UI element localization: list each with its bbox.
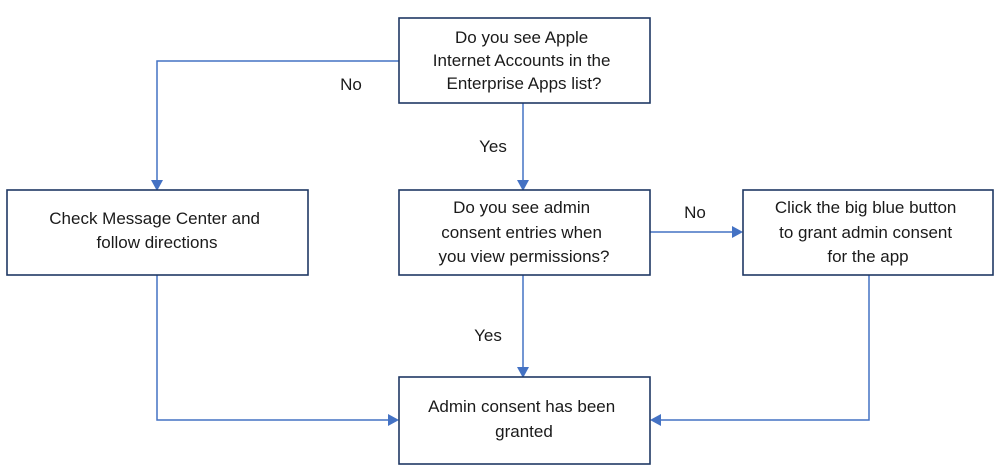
svg-text:Do you see Apple Interne: Do you see Apple Internet Accounts in th… [433,28,615,93]
node-apple-question: Do you see Apple Internet Accounts in th… [398,17,651,104]
edge-label-consent-yes: Yes [474,326,502,345]
edge-blue-button-granted-arrow [650,414,661,426]
svg-text:Do you see admin consent: Do you see admin consent entries when yo… [438,198,609,266]
node-consent-question-line-3: you view permissions? [438,247,609,266]
edge-label-apple-no: No [340,75,362,94]
node-consent-question-line-1: Do you see admin [453,198,590,217]
edge-consent-no-arrow [732,226,743,238]
node-message-center: Check Message Center and follow directio… [6,189,309,276]
edge-apple-yes-arrow [517,180,529,191]
node-message-center-line-2: follow directions [97,233,218,252]
node-message-center-box [6,189,309,276]
node-consent-question: Do you see admin consent entries when yo… [398,189,651,276]
edge-consent-yes-arrow [517,367,529,378]
node-granted-line-2: granted [495,422,553,441]
edge-apple-no-line [156,60,399,183]
node-message-center-line-1: Check Message Center and [49,209,260,228]
svg-text:Admin consent has been g: Admin consent has been granted [428,397,620,441]
node-blue-button-line-1: Click the big blue button [775,198,956,217]
edge-apple-no-arrow [151,180,163,191]
svg-text:Check Message Center and: Check Message Center and follow directio… [49,209,264,252]
edge-message-center-granted-arrow [388,414,399,426]
node-apple-question-line-1: Do you see Apple [455,28,588,47]
edge-blue-button-granted-line [658,275,870,421]
edge-label-consent-no: No [684,203,706,222]
connectors [151,60,870,426]
node-apple-question-line-2: Internet Accounts in the [433,51,611,70]
edge-message-center-granted-line [156,275,391,421]
node-granted: Admin consent has been granted [398,376,651,465]
node-granted-line-1: Admin consent has been [428,397,615,416]
node-blue-button-box [742,189,994,276]
edge-label-apple-yes: Yes [479,137,507,156]
node-consent-question-box [398,189,651,276]
node-apple-question-box [398,17,651,104]
node-blue-button: Click the big blue button to grant admin… [742,189,994,276]
node-consent-question-line-2: consent entries when [441,223,602,242]
svg-text:Click the big blue button: Click the big blue button to grant admin… [775,198,961,266]
node-blue-button-line-3: for the app [827,247,908,266]
node-apple-question-line-3: Enterprise Apps list? [447,74,602,93]
node-granted-box [398,376,651,465]
node-blue-button-line-2: to grant admin consent [779,223,952,242]
